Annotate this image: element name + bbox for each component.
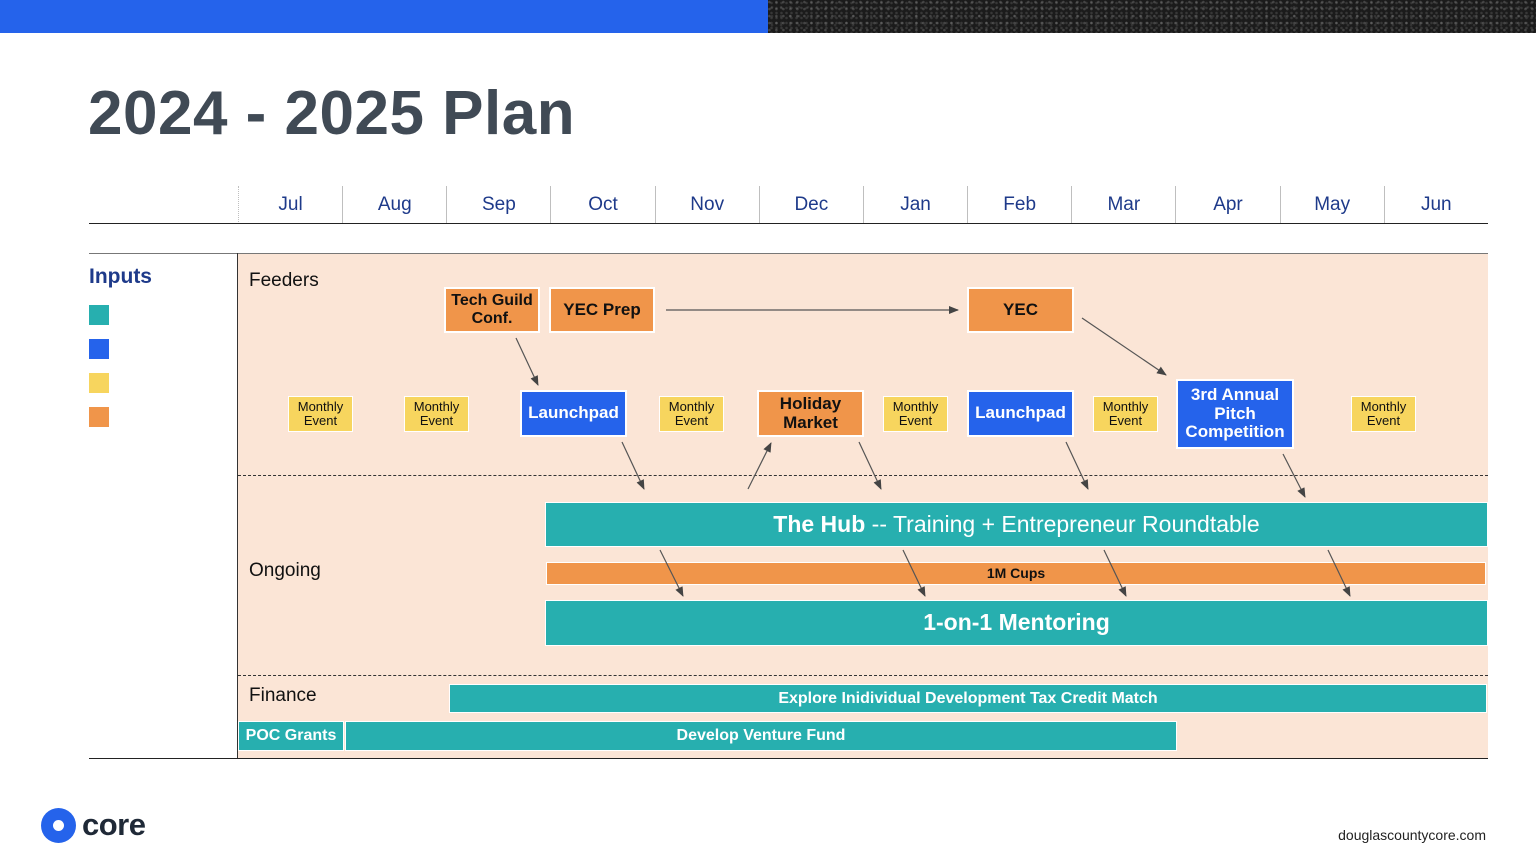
month-label: Nov <box>654 186 759 224</box>
logo-wordmark: core <box>82 807 146 842</box>
event-monthly: Monthly Event <box>288 396 353 432</box>
logo-mark-icon <box>41 807 76 843</box>
month-label: Sep <box>446 186 550 224</box>
event-launchpad: Launchpad <box>520 390 627 437</box>
event-monthly: Monthly Event <box>1351 396 1416 432</box>
panel-left-border <box>237 253 238 758</box>
bar-poc-grants: POC Grants <box>238 721 344 751</box>
section-label-finance: Finance <box>249 685 317 706</box>
event-yec: YEC <box>967 287 1074 333</box>
top-accent-bar <box>0 0 768 33</box>
legend-swatch-blue <box>89 339 109 359</box>
legend-swatch-orange <box>89 407 109 427</box>
event-monthly: Monthly Event <box>404 396 469 432</box>
event-yec-prep: YEC Prep <box>549 287 655 333</box>
month-label: Feb <box>967 186 1071 224</box>
legend-title: Inputs <box>89 265 152 288</box>
hub-subtitle: -- Training + Entrepreneur Roundtable <box>871 510 1260 537</box>
event-monthly: Monthly Event <box>883 396 948 432</box>
month-label: Jul <box>238 186 342 224</box>
bar-mentoring: 1-on-1 Mentoring <box>545 600 1488 646</box>
page-title: 2024 - 2025 Plan <box>88 79 576 148</box>
website-url: douglascountycore.com <box>1338 827 1486 843</box>
event-launchpad: Launchpad <box>967 390 1074 437</box>
event-holiday-market: Holiday Market <box>757 390 864 437</box>
header-divider <box>89 223 1488 224</box>
hub-title: The Hub <box>773 510 866 537</box>
month-label: Aug <box>342 186 446 224</box>
event-monthly: Monthly Event <box>659 396 724 432</box>
bar-venture-fund: Develop Venture Fund <box>345 721 1177 751</box>
ongoing-divider <box>238 675 1488 676</box>
month-label: Jan <box>862 186 967 224</box>
body-top-divider <box>89 253 1488 254</box>
event-tech-guild-conf: Tech Guild Conf. <box>444 287 540 333</box>
month-label: May <box>1279 186 1384 224</box>
top-texture-bar <box>768 0 1536 33</box>
body-bottom-divider <box>89 758 1488 759</box>
month-label: Oct <box>550 186 654 224</box>
section-label-ongoing: Ongoing <box>249 560 321 581</box>
event-pitch-competition: 3rd Annual Pitch Competition <box>1176 379 1294 449</box>
legend-swatch-teal <box>89 305 109 325</box>
month-label: Dec <box>758 186 863 224</box>
month-label: Jun <box>1383 186 1488 224</box>
event-monthly: Monthly Event <box>1093 396 1158 432</box>
bar-tax-credit-match: Explore Inidividual Development Tax Cred… <box>449 684 1487 713</box>
core-logo: core <box>41 807 146 843</box>
bar-1m-cups: 1M Cups <box>546 562 1486 585</box>
month-label: Apr <box>1175 186 1279 224</box>
section-label-feeders: Feeders <box>249 270 319 291</box>
month-header: Jul Aug Sep Oct Nov Dec Jan Feb Mar Apr … <box>238 186 1488 224</box>
month-label: Mar <box>1071 186 1175 224</box>
bar-the-hub: The Hub -- Training + Entrepreneur Round… <box>545 502 1488 547</box>
feeders-divider <box>238 475 1488 476</box>
legend-swatch-yellow <box>89 373 109 393</box>
